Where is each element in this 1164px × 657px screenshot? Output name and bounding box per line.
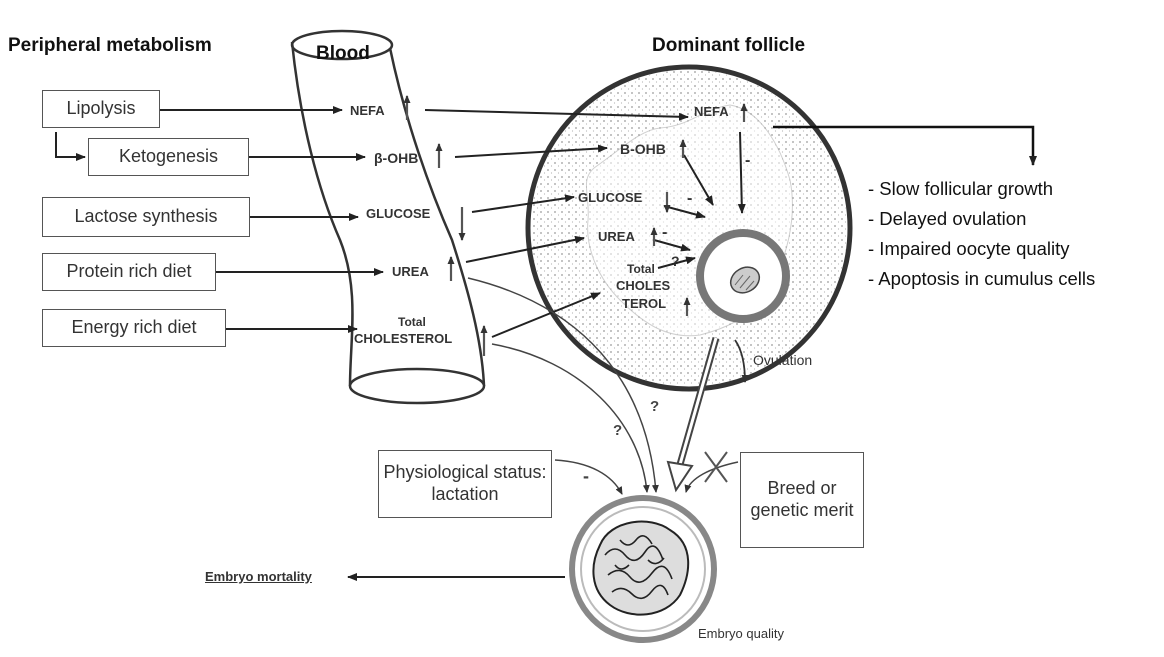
ovulation-label: Ovulation <box>753 352 812 368</box>
blood-nefa: NEFA <box>350 103 385 118</box>
follicle-glucose: GLUCOSE <box>578 190 642 205</box>
blood-urea: UREA <box>392 264 429 279</box>
follicle-urea-minus: - <box>662 224 667 242</box>
outcome-1: - Slow follicular growth <box>868 178 1053 200</box>
follicle-nefa-minus: - <box>745 152 750 170</box>
follicle-question: ? <box>671 253 680 269</box>
outcome-2: - Delayed ovulation <box>868 208 1026 230</box>
follicle-bohb: B-OHB <box>620 141 666 157</box>
follicle-choles: CHOLES <box>616 278 670 293</box>
blood-cholesterol: CHOLESTEROL <box>354 331 452 346</box>
physiological-minus: - <box>583 466 589 487</box>
blood-bohb: β-OHB <box>374 150 418 166</box>
follicle-urea: UREA <box>598 229 635 244</box>
outcome-3: - Impaired oocyte quality <box>868 238 1070 260</box>
question-mark-2: ? <box>613 422 622 439</box>
follicle-total: Total <box>627 262 655 276</box>
follicle-glucose-minus: - <box>687 190 692 208</box>
box-lipolysis: Lipolysis <box>42 90 160 128</box>
blood-total: Total <box>398 315 426 329</box>
outcome-4: - Apoptosis in cumulus cells <box>868 268 1095 290</box>
question-mark-1: ? <box>650 398 659 415</box>
dominant-follicle <box>528 67 850 389</box>
embryo-quality-label: Embryo quality <box>698 626 784 641</box>
heading-peripheral: Peripheral metabolism <box>8 35 212 57</box>
follicle-nefa: NEFA <box>694 104 729 119</box>
blocked-icon <box>705 452 727 482</box>
follicle-terol: TEROL <box>622 296 666 311</box>
box-physiological: Physiological status: lactation <box>378 450 552 518</box>
box-breed: Breed or genetic merit <box>740 452 864 548</box>
box-lactose: Lactose synthesis <box>42 197 250 237</box>
blood-glucose: GLUCOSE <box>366 206 430 221</box>
box-energy: Energy rich diet <box>42 309 226 347</box>
embryo <box>572 498 714 640</box>
embryo-mortality-label: Embryo mortality <box>205 569 312 584</box>
heading-follicle: Dominant follicle <box>652 35 805 57</box>
heading-blood: Blood <box>316 43 370 65</box>
box-protein: Protein rich diet <box>42 253 216 291</box>
box-ketogenesis: Ketogenesis <box>88 138 249 176</box>
